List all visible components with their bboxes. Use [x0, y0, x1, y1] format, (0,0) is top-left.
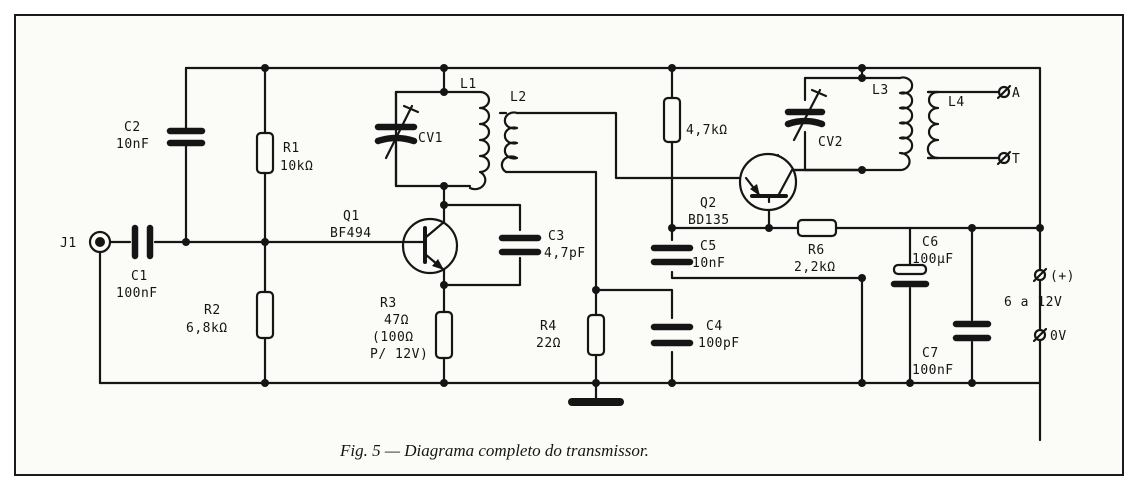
- label-c2-value: 10nF: [116, 137, 149, 152]
- label-c4-value: 100pF: [698, 336, 740, 351]
- label-q2-type: BD135: [688, 213, 730, 228]
- label-c6: C6: [922, 235, 939, 250]
- label-r2-value: 6,8kΩ: [186, 321, 228, 336]
- resistor-r5: [662, 96, 682, 144]
- label-c4: C4: [706, 319, 723, 334]
- capacitor-c1: [131, 224, 154, 260]
- resistor-r3: [434, 310, 454, 360]
- label-l1: L1: [460, 77, 477, 92]
- label-c7-value: 100nF: [912, 363, 954, 378]
- capacitor-c7: [952, 320, 992, 342]
- label-c7: C7: [922, 346, 939, 361]
- capacitor-c5: [650, 244, 694, 266]
- label-c2: C2: [124, 120, 141, 135]
- resistor-r1: [255, 131, 275, 175]
- resistor-r4: [586, 313, 606, 357]
- label-c3-value: 4,7pF: [544, 246, 586, 261]
- label-q1-type: BF494: [330, 226, 372, 241]
- label-r3-note-1: (100Ω: [372, 330, 414, 345]
- figure-caption: Fig. 5 — Diagrama completo do transmisso…: [339, 441, 649, 460]
- capacitor-c4: [650, 323, 694, 347]
- resistor-r2: [255, 290, 275, 340]
- label-cv1: CV1: [418, 131, 443, 146]
- label-r3-note-2: P/ 12V): [370, 347, 428, 362]
- label-r2: R2: [204, 303, 221, 318]
- label-c5-value: 10nF: [692, 256, 725, 271]
- label-r4-value: 22Ω: [536, 336, 561, 351]
- label-j1: J1: [60, 236, 77, 251]
- label-r3: R3: [380, 296, 397, 311]
- label-r3-value: 47Ω: [384, 313, 409, 328]
- component-labels: J1 C1 100nF C2 10nF R1 10kΩ R2 6,8kΩ Q1 …: [60, 77, 1075, 378]
- label-r4: R4: [540, 319, 557, 334]
- label-l2: L2: [510, 90, 527, 105]
- transistor-q2: [738, 152, 864, 212]
- variable-capacitor-cv2: [784, 88, 828, 142]
- capacitor-c2: [166, 127, 206, 147]
- label-r1-value: 10kΩ: [280, 159, 313, 174]
- transistor-q1: [401, 217, 459, 275]
- label-c3: C3: [548, 229, 565, 244]
- label-r6: R6: [808, 243, 825, 258]
- label-c5: C5: [700, 239, 717, 254]
- label-c1-value: 100nF: [116, 286, 158, 301]
- label-q1: Q1: [343, 209, 360, 224]
- junction-dots: [182, 64, 1044, 387]
- label-output-t: T: [1012, 152, 1020, 167]
- label-r6-value: 2,2kΩ: [794, 260, 836, 275]
- inductor-l4: [926, 90, 940, 160]
- label-q2: Q2: [700, 196, 717, 211]
- inductor-l2: [500, 111, 519, 174]
- j1-jack-connector: [88, 230, 112, 254]
- label-r5-value: 4,7kΩ: [686, 123, 728, 138]
- label-supply-zero: 0V: [1050, 329, 1067, 344]
- label-c6-value: 100µF: [912, 252, 954, 267]
- inductor-l3: [898, 76, 914, 172]
- variable-capacitor-cv1: [374, 90, 420, 188]
- inductor-l1: [468, 90, 491, 191]
- label-cv2: CV2: [818, 135, 843, 150]
- capacitor-c6: [890, 263, 930, 288]
- capacitor-c3: [498, 234, 542, 256]
- resistor-r6: [796, 218, 838, 238]
- label-supply-range: 6 a 12V: [1004, 295, 1062, 310]
- label-l3: L3: [872, 83, 889, 98]
- label-c1: C1: [131, 269, 148, 284]
- label-output-a: A: [1012, 86, 1020, 101]
- label-r1: R1: [283, 141, 300, 156]
- label-l4: L4: [948, 95, 965, 110]
- label-supply-plus: (+): [1050, 269, 1075, 284]
